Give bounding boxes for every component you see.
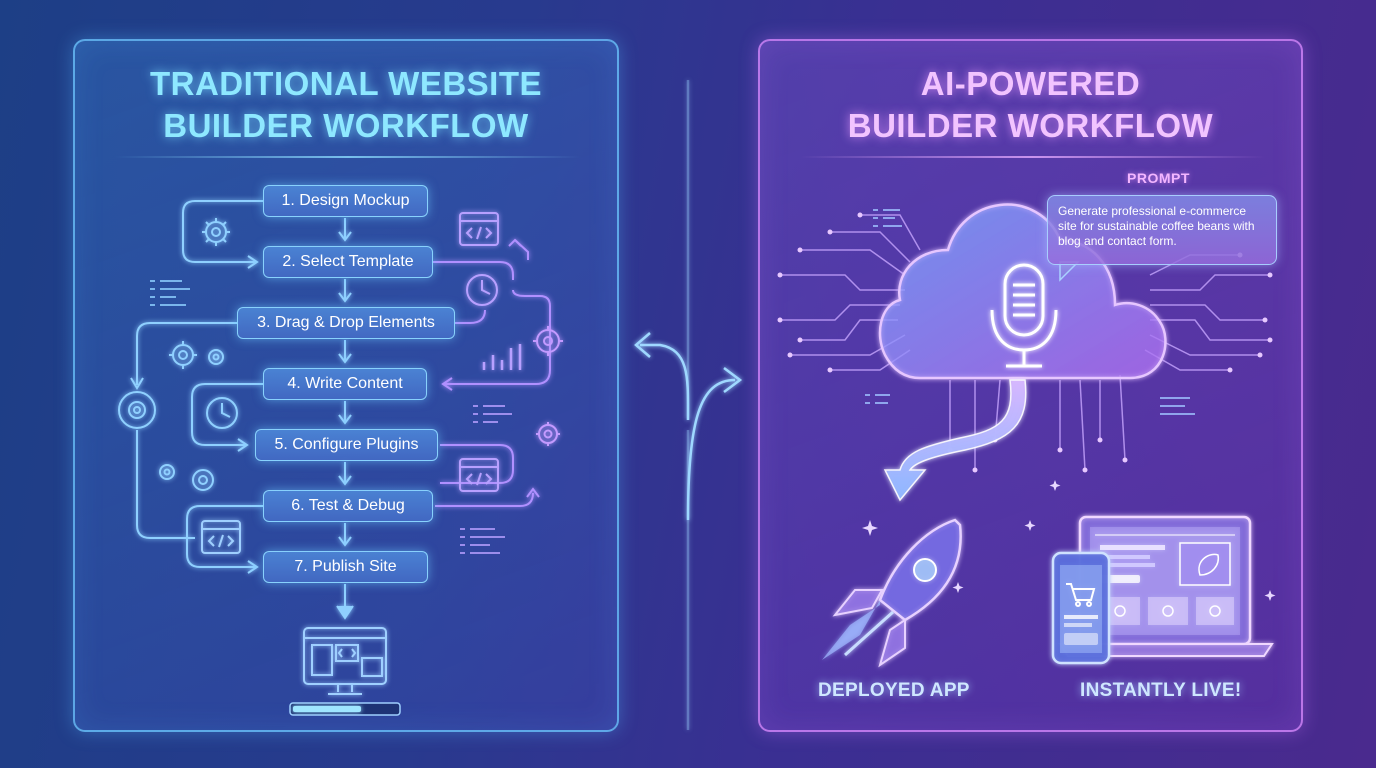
center-arrows xyxy=(634,80,743,730)
laptop-icon xyxy=(1058,515,1274,657)
prompt-label: PROMPT xyxy=(1127,170,1190,186)
clock-icon xyxy=(466,274,498,306)
phone-icon xyxy=(1051,551,1111,665)
prompt-text: Generate professional e-commerce site fo… xyxy=(1058,204,1255,248)
cloud-icon xyxy=(878,203,1167,380)
title-line-2: BUILDER WORKFLOW xyxy=(163,107,529,144)
gear-icon xyxy=(202,218,230,246)
step-publish-site: 7. Publish Site xyxy=(263,551,428,583)
gear-icon xyxy=(169,341,224,369)
step-select-template: 2. Select Template xyxy=(263,246,433,278)
sparkle-icon xyxy=(862,480,1276,601)
prompt-bubble: Generate professional e-commerce site fo… xyxy=(1047,195,1277,265)
step-write-content: 4. Write Content xyxy=(263,368,427,400)
data-dashes xyxy=(865,209,1195,415)
gear-icon xyxy=(533,326,563,356)
gear-icon xyxy=(118,391,156,429)
title-divider xyxy=(115,156,581,158)
rocket-icon xyxy=(822,518,962,668)
step-test-debug: 6. Test & Debug xyxy=(263,490,433,522)
monitor-icon xyxy=(303,627,387,695)
title-line-1: TRADITIONAL WEBSITE xyxy=(149,65,543,102)
code-window-icon xyxy=(201,520,241,554)
step-drag-drop-elements: 3. Drag & Drop Elements xyxy=(237,307,455,339)
traditional-workflow-title: TRADITIONAL WEBSITE BUILDER WORKFLOW xyxy=(75,63,617,147)
gear-icon xyxy=(159,464,214,491)
list-lines-icon xyxy=(150,280,190,306)
circuit-traces xyxy=(780,214,1270,471)
caption-instantly-live: INSTANTLY LIVE! xyxy=(1080,680,1242,701)
flow-connectors xyxy=(130,200,551,620)
list-lines-icon xyxy=(460,405,512,554)
caption-deployed-app: DEPLOYED APP xyxy=(818,680,970,701)
bar-chart-icon xyxy=(482,344,522,370)
microphone-icon xyxy=(990,263,1058,368)
ai-workflow-title: AI-POWERED BUILDER WORKFLOW xyxy=(760,63,1301,147)
code-window-icon xyxy=(459,458,499,492)
shopping-cart-icon xyxy=(1066,583,1096,607)
progress-bar-icon xyxy=(289,702,401,716)
deploy-arrow xyxy=(883,379,1027,502)
title-line-1: AI-POWERED xyxy=(920,65,1141,102)
clock-icon xyxy=(206,397,238,429)
step-design-mockup: 1. Design Mockup xyxy=(263,185,428,217)
title-line-2: BUILDER WORKFLOW xyxy=(847,107,1214,144)
step-configure-plugins: 5. Configure Plugins xyxy=(255,429,438,461)
code-window-icon xyxy=(459,212,499,246)
gear-icon xyxy=(536,422,560,446)
title-divider xyxy=(800,156,1265,158)
